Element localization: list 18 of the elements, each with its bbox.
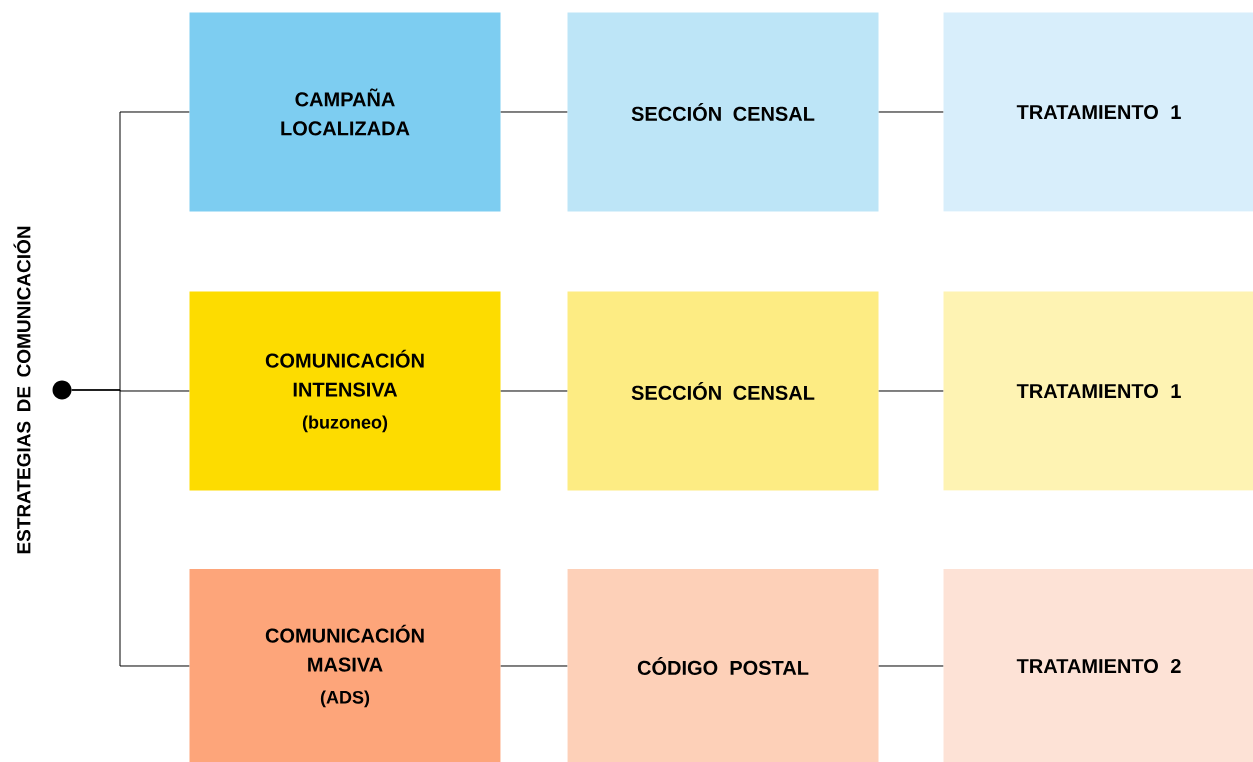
connector-line [500,111,568,113]
junction-dot [52,380,72,400]
treatment-box: TRATAMIENTO 1 [943,291,1253,491]
connector-line [878,665,944,667]
connector-line [878,390,944,392]
unit-box: SECCIÓN CENSAL [567,12,879,212]
strategy-box: CAMPAÑA LOCALIZADA [189,12,501,212]
connector-line [500,390,568,392]
treatment-box: TRATAMIENTO 1 [943,12,1253,212]
connector-line [878,111,944,113]
axis-title: ESTRATEGIAS DE COMUNICACIÓN [13,226,31,554]
unit-box: SECCIÓN CENSAL [567,291,879,491]
treatment-box: TRATAMIENTO 2 [943,569,1253,762]
strategy-box: COMUNICACIÓN INTENSIVA (buzoneo) [189,291,501,491]
connector-line [500,665,568,667]
connector-line [71,389,190,667]
unit-box: CÓDIGO POSTAL [567,569,879,762]
strategy-box: COMUNICACIÓN MASIVA (ADS) [189,569,501,762]
